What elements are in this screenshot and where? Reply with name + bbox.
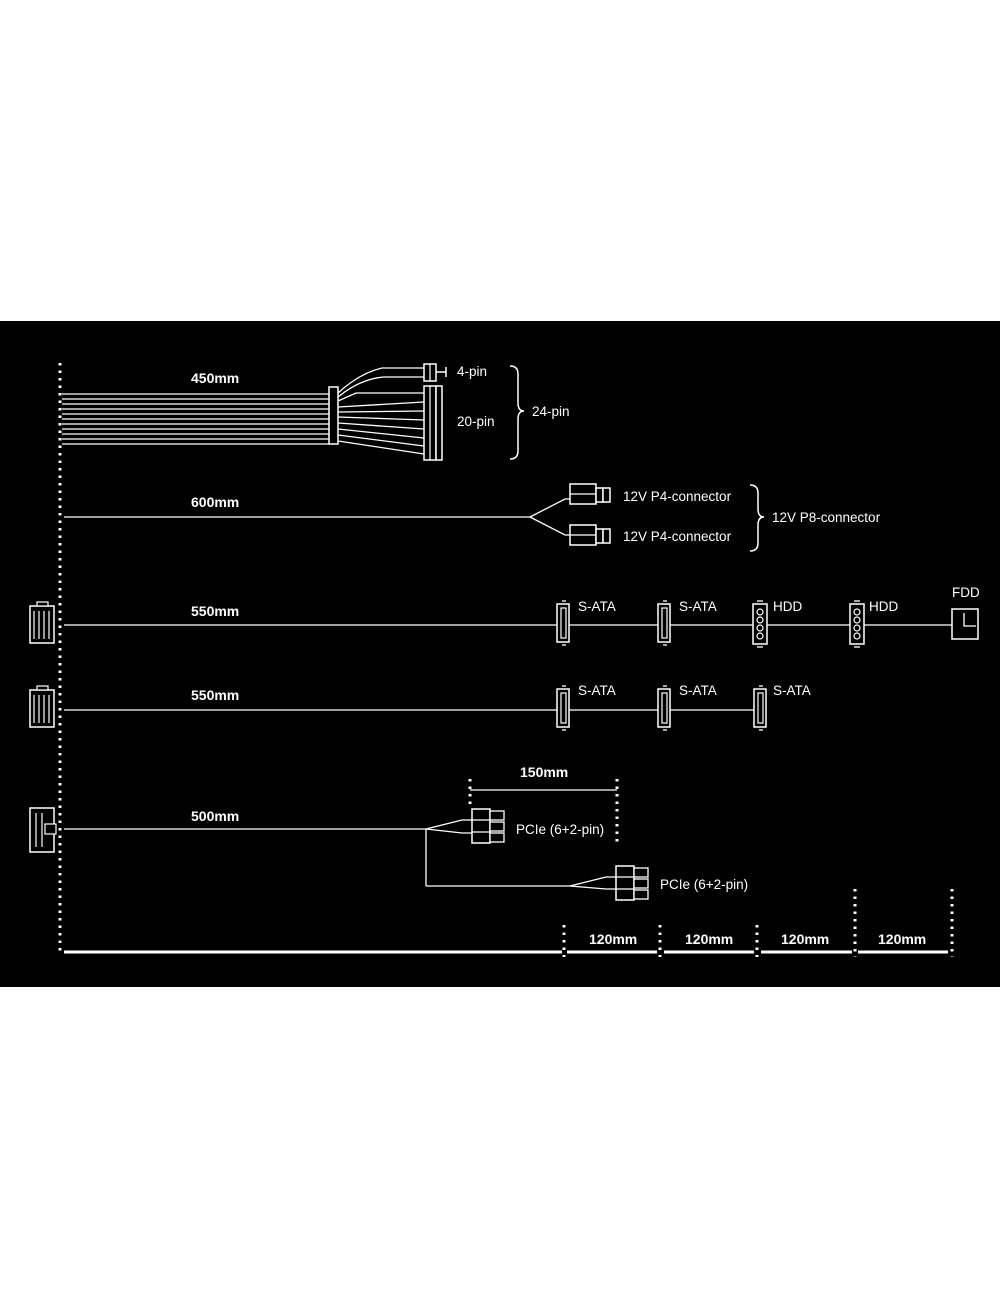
peripheral-1-connector-label-3: HDD: [773, 599, 802, 614]
peripheral-1-hdd-molex-1: [752, 600, 768, 648]
cpu-p4-connector-b: [569, 524, 611, 546]
atx-cable: 450mm 4-pin 20-pin 24-pin: [62, 363, 570, 461]
atx-24pin-label: 24-pin: [532, 404, 570, 419]
atx-24pin-brace: [509, 365, 525, 460]
peripheral-1-connector-label-5: FDD: [952, 585, 980, 600]
peripheral-2-connector-label-2: S-ATA: [679, 683, 717, 698]
cpu-p4-connector-a: [569, 483, 611, 505]
peripheral-1-sata-connector-2: [657, 600, 671, 646]
pcie-connector-b-label: PCIe (6+2-pin): [660, 877, 748, 892]
cpu-cable: 600mm 12V P4-connector 12V P4-connector …: [64, 483, 881, 552]
peripheral-1-connector-label-4: HDD: [869, 599, 898, 614]
pcie-split-length-label: 150mm: [520, 764, 568, 780]
cpu-length-label: 600mm: [191, 494, 239, 510]
cpu-p4-label-a: 12V P4-connector: [623, 489, 732, 504]
cpu-p8-brace: [749, 484, 765, 552]
atx-4pin-connector: [423, 363, 447, 382]
peripheral-1-sata-connector-1: [556, 600, 570, 646]
peripheral-1-fdd-connector: [951, 608, 979, 640]
pcie-connector-a: [471, 808, 505, 844]
atx-4pin-label: 4-pin: [457, 364, 487, 379]
pcie-cable: PCIe (6+2-pin) PCIe (6+2-pin) 500mm 150m…: [29, 764, 748, 901]
peripheral-1-connector-label-2: S-ATA: [679, 599, 717, 614]
cable-diagram: 450mm 4-pin 20-pin 24-pin 600mm 12V P4-c…: [29, 363, 980, 957]
atx-20pin-connector: [423, 385, 443, 461]
peripheral-2-sata-connector-1: [556, 685, 570, 731]
peripheral-1-hdd-molex-2: [849, 600, 865, 648]
peripheral-2-sata-connector-2: [657, 685, 671, 731]
atx-wires: [62, 367, 425, 455]
cpu-p8-label: 12V P8-connector: [772, 510, 881, 525]
spacing-scale-label-1: 120mm: [589, 931, 637, 947]
pcie-connector-a-label: PCIe (6+2-pin): [516, 822, 604, 837]
peripheral-1-length-label: 550mm: [191, 603, 239, 619]
atx-20pin-label: 20-pin: [457, 414, 495, 429]
peripheral-2-psu-plug: [29, 685, 55, 728]
peripheral-2-connector-label-1: S-ATA: [578, 683, 616, 698]
pcie-split-dimension: [468, 779, 619, 845]
peripheral-1-connector-label-1: S-ATA: [578, 599, 616, 614]
cable-diagram-panel: 450mm 4-pin 20-pin 24-pin 600mm 12V P4-c…: [0, 321, 1000, 987]
spacing-scale-label-3: 120mm: [781, 931, 829, 947]
peripheral-1-psu-plug: [29, 601, 55, 644]
peripheral-cable-2: 550mm S-ATA S-ATA S-ATA: [29, 683, 811, 731]
atx-cable-clamp: [328, 386, 339, 445]
pcie-connector-b: [615, 865, 649, 901]
atx-length-label: 450mm: [191, 370, 239, 386]
pcie-psu-plug: [29, 807, 57, 853]
pcie-length-label: 500mm: [191, 808, 239, 824]
peripheral-cable-1: 550mm S-ATA S-ATA HDD: [29, 585, 980, 648]
spacing-scale: 120mm 120mm 120mm 120mm: [64, 889, 954, 957]
spacing-scale-label-2: 120mm: [685, 931, 733, 947]
peripheral-2-sata-connector-3: [753, 685, 767, 731]
peripheral-2-connector-label-3: S-ATA: [773, 683, 811, 698]
peripheral-2-length-label: 550mm: [191, 687, 239, 703]
cpu-p4-label-b: 12V P4-connector: [623, 529, 732, 544]
spacing-scale-label-4: 120mm: [878, 931, 926, 947]
